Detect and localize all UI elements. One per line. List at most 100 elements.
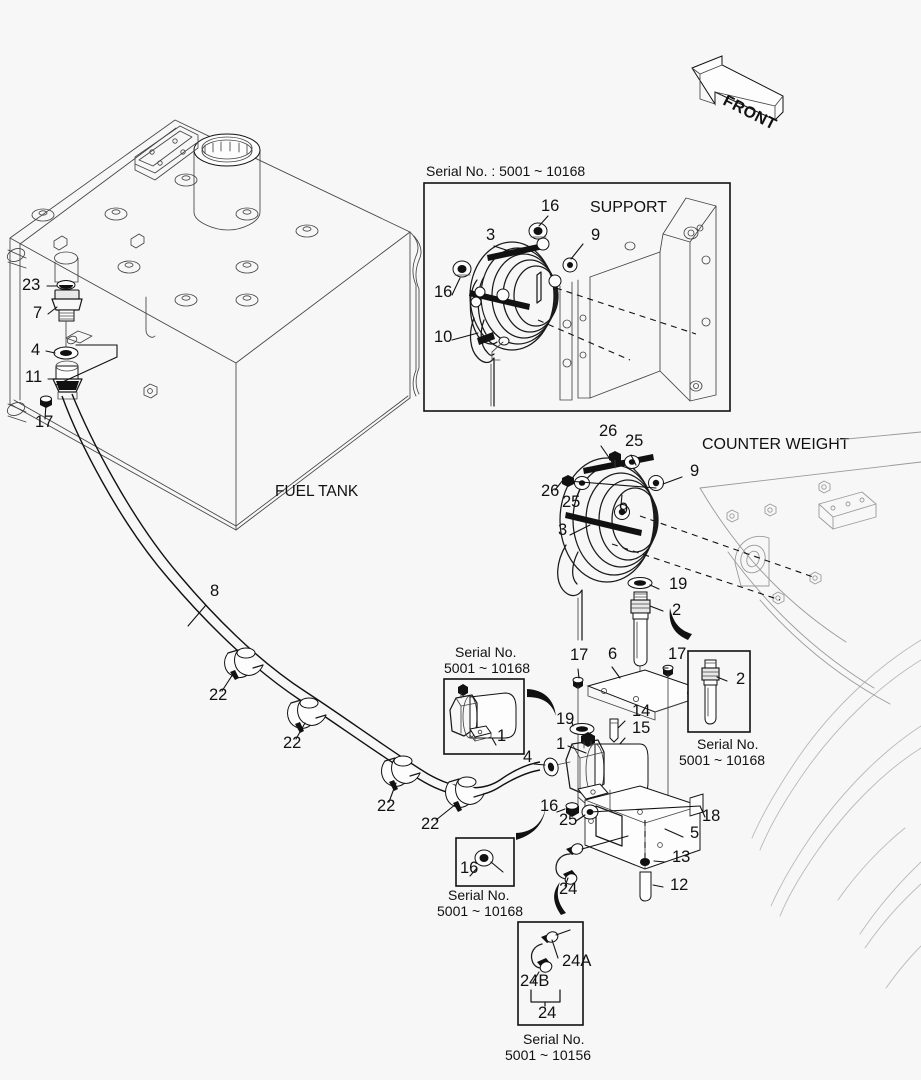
callout-17-b: 17 (668, 645, 686, 663)
callout-22-b: 22 (283, 734, 301, 752)
callout-19-upper: 19 (669, 575, 687, 593)
support-detail-box: Serial No. : 5001 ~ 10168 SUPPORT (423, 163, 731, 412)
callout-8: 8 (210, 582, 219, 600)
fitting-box-serial-1: Serial No. (523, 1031, 584, 1047)
hose-clamps-22 (224, 647, 485, 812)
callout-2-detail: 2 (736, 670, 745, 688)
callout-17-tank: 17 (35, 413, 53, 431)
fitting-box-serial-2: 5001 ~ 10156 (505, 1047, 591, 1063)
washer-detail-drawing (469, 849, 504, 877)
hose-callout-leaders (187, 604, 457, 821)
support-plate (559, 197, 717, 402)
counter-weight-assembly: COUNTER WEIGHT (611, 431, 921, 705)
filter-detail-drawing (701, 659, 720, 725)
part-24-fitting (555, 843, 584, 885)
counter-weight-caption: COUNTER WEIGHT (702, 436, 850, 453)
detail-box-pump: Serial No. 5001 ~ 10168 (443, 644, 530, 755)
fitting-24-detail-drawing (530, 929, 571, 983)
coil-bolt-9-lower (614, 504, 630, 520)
pump-assembly-part-1 (543, 723, 649, 805)
callout-1-detail: 1 (497, 727, 506, 745)
tank-top-bosses (31, 173, 319, 307)
part-17-bolt-tank (40, 395, 52, 408)
part-7-valve (51, 289, 83, 322)
callout-12: 12 (670, 876, 688, 894)
main-coil-part-3 (557, 451, 664, 641)
callout-22-d: 22 (421, 815, 439, 833)
callout-16-detail: 16 (460, 859, 478, 877)
coil-washer-25-lower (574, 476, 590, 490)
callout-19-lower: 19 (556, 710, 574, 728)
callout-13: 13 (672, 848, 690, 866)
callout-24-detail: 24 (538, 1004, 556, 1022)
tank-outlet-fittings (40, 251, 118, 408)
pump-detail-drawing (449, 684, 517, 742)
detail-box-washer: Serial No. 5001 ~ 10168 (437, 837, 523, 919)
fuel-tank-caption: FUEL TANK (275, 483, 359, 500)
callout-6: 6 (608, 645, 617, 663)
detail-box-filter: Serial No. 5001 ~ 10168 (679, 650, 765, 768)
bracket-callout-leaders (556, 805, 706, 888)
callout-25-a: 25 (625, 432, 643, 450)
part-4-washer-pump (543, 757, 559, 777)
lower-bracket-part-5 (584, 785, 704, 870)
front-arrow: FRONT (691, 55, 784, 134)
clamp-22-c (381, 755, 421, 791)
callout-7: 7 (33, 304, 42, 322)
support-washer-16-left (452, 260, 472, 278)
part-12-pin (639, 871, 652, 902)
callout-17-a: 17 (570, 646, 588, 664)
callout-25-bracket: 25 (559, 811, 577, 829)
support-washer-16-upper (528, 222, 548, 240)
support-serial-note: Serial No. : 5001 ~ 10168 (426, 163, 585, 179)
clamp-22-d (445, 776, 485, 812)
washer-box-serial-2: 5001 ~ 10168 (437, 903, 523, 919)
part-19-seal-upper (627, 577, 653, 589)
pump-callout-leaders (533, 721, 587, 766)
callout-1-main: 1 (556, 735, 565, 753)
callout-18: 18 (702, 807, 720, 825)
callout-23: 23 (22, 276, 40, 294)
callout-15: 15 (632, 719, 650, 737)
callout-24B: 24B (520, 972, 549, 990)
part-14-pin (609, 718, 619, 743)
callout-3-support: 3 (486, 226, 495, 244)
support-clamp-part-10 (469, 237, 562, 361)
callout-14: 14 (632, 702, 650, 720)
callout-10-support: 10 (434, 328, 452, 346)
callout-9-b: 9 (619, 500, 628, 518)
callout-9-support: 9 (591, 226, 600, 244)
part-2-filter (630, 591, 651, 667)
clamp-22-a (224, 647, 264, 680)
part-19-seal-lower (569, 723, 595, 735)
callout-16-bracket: 16 (540, 797, 558, 815)
track-outline-decoration (751, 639, 921, 989)
tank-filler-neck (193, 133, 261, 231)
support-caption: SUPPORT (590, 199, 667, 216)
pump-box-serial-2: 5001 ~ 10168 (444, 660, 530, 676)
fuel-tank-assembly: FUEL TANK (6, 119, 422, 531)
part-17-bolt-left (572, 676, 584, 689)
callout-22-a: 22 (209, 686, 227, 704)
callout-22-c: 22 (377, 797, 395, 815)
part-4-seal (53, 346, 79, 360)
filter-box-serial-1: Serial No. (697, 736, 758, 752)
support-bolt-9 (562, 257, 578, 273)
callout-24-main: 24 (559, 880, 577, 898)
callout-11: 11 (25, 368, 42, 386)
coil-callout-leaders (554, 445, 683, 536)
filter-box-serial-2: 5001 ~ 10168 (679, 752, 765, 768)
coil-bolt-9-upper (648, 475, 664, 491)
callout-5: 5 (690, 824, 699, 842)
callout-26-b: 26 (541, 482, 559, 500)
callout-24A: 24A (562, 952, 591, 970)
callout-25-b: 25 (562, 493, 580, 511)
clamp-22-b (287, 697, 327, 733)
part-16-bolt-bracket (565, 802, 579, 817)
pump-box-serial-1: Serial No. (455, 644, 516, 660)
detail-box-fitting-24: Serial No. 5001 ~ 10156 (505, 921, 591, 1063)
tank-callout-leaders (44, 285, 59, 420)
